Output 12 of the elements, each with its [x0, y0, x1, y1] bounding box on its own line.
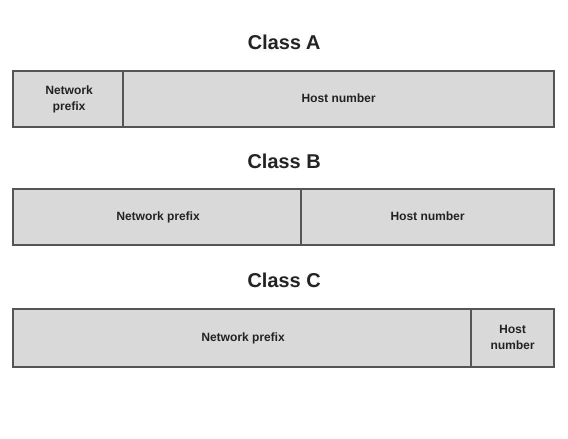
bar-segment: [122, 70, 555, 128]
class-title: Class C: [247, 270, 321, 293]
segment-label: Network prefix: [201, 330, 285, 346]
segment-label: Host number: [390, 209, 464, 225]
bar-segment: [470, 308, 555, 368]
segment-label: Network prefix: [44, 83, 94, 115]
bar-segment: [300, 188, 555, 246]
class-title: Class A: [248, 32, 320, 55]
segment-label: Network prefix: [116, 209, 200, 225]
segment-label: Host number: [489, 322, 536, 354]
class-title: Class B: [247, 151, 321, 174]
segment-label: Host number: [301, 91, 376, 107]
